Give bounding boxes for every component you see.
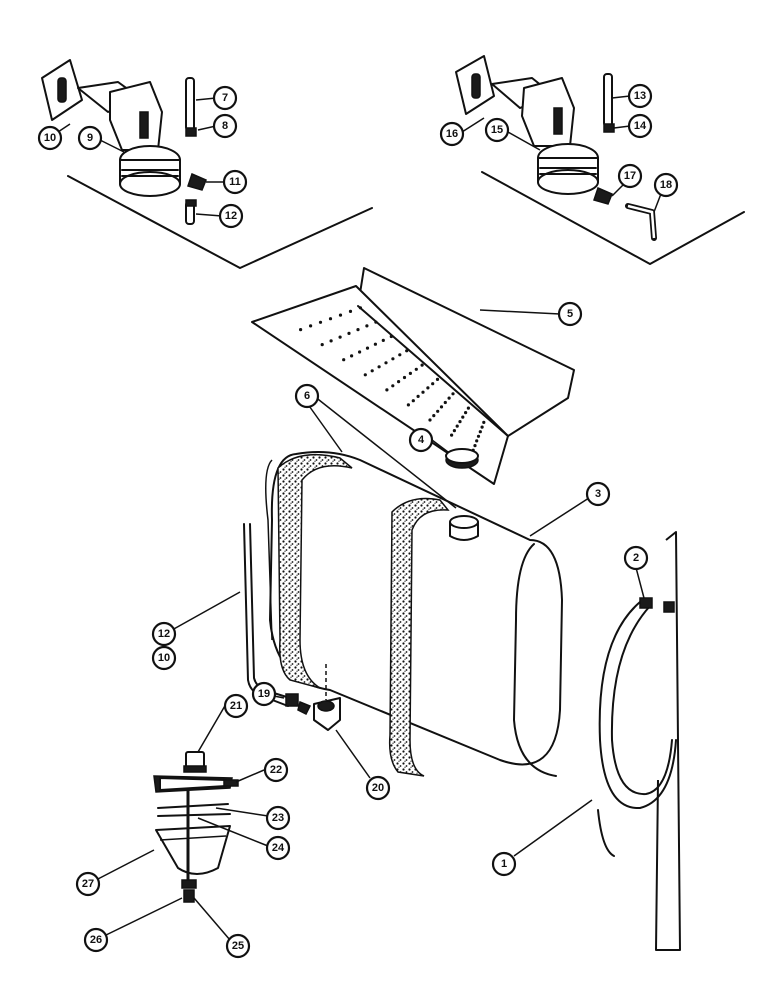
- callout-8: 8: [212, 113, 238, 139]
- svg-text:1: 1: [501, 858, 507, 870]
- fuel-pump-detail-right: [455, 55, 745, 265]
- callout-1: 1: [491, 851, 517, 877]
- svg-text:13: 13: [634, 90, 646, 102]
- callout-2: 2: [623, 545, 649, 571]
- svg-text:22: 22: [270, 764, 282, 776]
- svg-text:14: 14: [634, 120, 647, 132]
- svg-text:3: 3: [595, 488, 601, 500]
- svg-text:2: 2: [633, 552, 639, 564]
- svg-text:11: 11: [229, 176, 241, 188]
- callout-15: 15: [484, 117, 510, 143]
- callout-5: 5: [557, 301, 583, 327]
- callout-18: 18: [653, 172, 679, 198]
- svg-text:4: 4: [418, 434, 425, 446]
- callout-24: 24: [265, 835, 291, 861]
- callout-12: 12: [218, 203, 244, 229]
- svg-text:5: 5: [567, 308, 573, 320]
- shield-perforations: [299, 306, 486, 452]
- callout-16: 16: [439, 121, 465, 147]
- callout-4: 4: [408, 427, 434, 453]
- svg-text:24: 24: [272, 842, 285, 854]
- fuel-tank: [265, 448, 563, 777]
- callout-27: 27: [75, 871, 101, 897]
- svg-text:16: 16: [446, 128, 458, 140]
- svg-text:8: 8: [222, 120, 228, 132]
- svg-text:23: 23: [272, 812, 284, 824]
- callout-12-lower: 12: [151, 621, 177, 647]
- callout-14: 14: [627, 113, 653, 139]
- callout-25: 25: [225, 933, 251, 959]
- callout-26: 26: [83, 927, 109, 953]
- callout-11: 11: [222, 169, 248, 195]
- svg-text:12: 12: [225, 210, 237, 222]
- svg-text:26: 26: [90, 934, 102, 946]
- callout-17: 17: [617, 163, 643, 189]
- fuel-filter-assembly: [153, 751, 239, 903]
- svg-text:27: 27: [82, 878, 94, 890]
- svg-text:10: 10: [158, 652, 170, 664]
- callout-6: 6: [294, 383, 320, 409]
- callout-20: 20: [365, 775, 391, 801]
- callouts: 10 7 8 9 11 12 16 13 14 15 17 18 5 6 4 3…: [37, 83, 679, 959]
- callout-22: 22: [263, 757, 289, 783]
- callout-23: 23: [265, 805, 291, 831]
- callout-10: 10: [37, 125, 63, 151]
- callout-10-lower: 10: [151, 645, 177, 671]
- svg-text:18: 18: [660, 179, 672, 191]
- svg-text:19: 19: [258, 688, 270, 700]
- svg-text:20: 20: [372, 782, 384, 794]
- svg-text:15: 15: [491, 124, 503, 136]
- callout-3: 3: [585, 481, 611, 507]
- svg-text:12: 12: [158, 628, 170, 640]
- tank-strap: [597, 531, 681, 951]
- svg-text:25: 25: [232, 940, 244, 952]
- callout-19: 19: [251, 681, 277, 707]
- svg-text:10: 10: [44, 132, 56, 144]
- svg-text:17: 17: [624, 170, 636, 182]
- callout-21: 21: [223, 693, 249, 719]
- svg-text:6: 6: [304, 390, 310, 402]
- svg-text:7: 7: [222, 92, 228, 104]
- fuel-pump-detail-left: [41, 59, 373, 269]
- callout-13: 13: [627, 83, 653, 109]
- svg-text:21: 21: [230, 700, 242, 712]
- heat-shield: [251, 267, 575, 485]
- leader-lines: [51, 95, 665, 941]
- callout-7: 7: [212, 85, 238, 111]
- svg-text:9: 9: [87, 132, 93, 144]
- callout-9: 9: [77, 125, 103, 151]
